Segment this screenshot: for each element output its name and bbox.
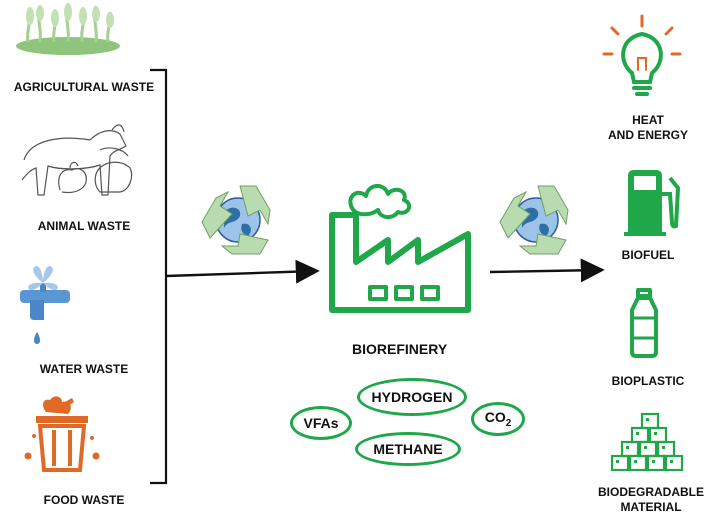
product-co2: CO2 [471,402,525,436]
product-vfas-label: VFAs [303,415,339,431]
plants-icon [16,3,120,55]
arrow-to-outputs [489,258,605,283]
input-label-animal-waste: ANIMAL WASTE [37,219,131,233]
product-vfas: VFAs [290,406,352,440]
co2-subscript: 2 [505,417,512,429]
product-hydrogen-label: HYDROGEN [371,389,453,405]
product-hydrogen: HYDROGEN [357,378,467,416]
output-label-biofuel: BIOFUEL [598,248,698,263]
arrow-to-biorefinery [165,259,320,284]
recycle-globe-icon [499,185,569,255]
animals-icon [21,124,133,196]
output-label-bioplastic: BIOPLASTIC [594,374,702,389]
output-label-line: AND ENERGY [607,128,688,142]
output-label-line: BIODEGRADABLE [597,485,704,499]
product-methane: METHANE [355,432,461,466]
output-label-line: BIOPLASTIC [611,374,685,388]
product-co2-label: CO2 [485,409,512,429]
input-bracket [150,68,168,485]
fuel-pump-icon [624,170,681,236]
boxes-icon [610,412,684,472]
product-methane-label: METHANE [373,441,443,457]
input-label-water-waste: WATER WASTE [39,362,129,376]
bottle-icon [630,288,658,358]
co2-text: CO [484,409,506,426]
factory-icon [329,184,471,313]
output-label-heat-energy: HEAT AND ENERGY [598,113,698,143]
biorefinery-label: BIOREFINERY [352,341,448,357]
output-label-biodegradable-material: BIODEGRADABLE MATERIAL [596,485,706,515]
input-label-food-waste: FOOD WASTE [43,493,125,507]
output-label-line: MATERIAL [620,500,682,514]
faucet-icon [20,266,70,344]
food-basket-icon [24,396,100,472]
input-label-agricultural-waste: AGRICULTURAL WASTE [13,80,155,94]
recycle-globe-icon [201,185,271,255]
output-label-line: HEAT [632,113,664,127]
output-label-line: BIOFUEL [621,248,675,262]
lightbulb-icon [602,14,682,96]
